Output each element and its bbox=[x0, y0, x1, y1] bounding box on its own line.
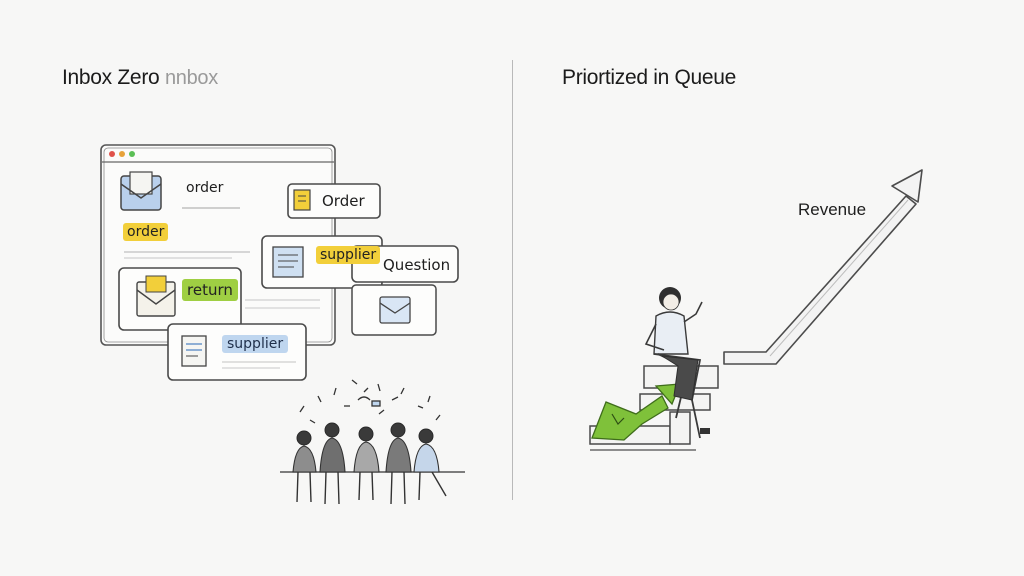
left-panel-title: Inbox Zero nnbox bbox=[62, 66, 218, 90]
order-highlight-label: order bbox=[123, 223, 169, 241]
supplier-bottom-label: supplier bbox=[222, 335, 289, 353]
window-dot-red bbox=[109, 151, 115, 157]
group-icon bbox=[280, 422, 465, 505]
scribbles bbox=[299, 379, 441, 424]
person-icon bbox=[644, 287, 710, 439]
right-panel-title: Priortized in Queue bbox=[562, 66, 737, 89]
left-drawing bbox=[100, 144, 465, 505]
return-card-label: return bbox=[182, 279, 238, 301]
envelope-icon bbox=[136, 275, 176, 317]
order-card-label: Order bbox=[322, 192, 365, 210]
supplier-card-label: supplier bbox=[316, 246, 381, 264]
green-arrow-icon bbox=[591, 383, 681, 441]
envelope-card bbox=[351, 284, 437, 336]
document-icon bbox=[293, 189, 311, 211]
panel-divider bbox=[512, 60, 513, 500]
arrow-up-icon bbox=[723, 169, 923, 365]
question-card-label: Question bbox=[383, 256, 451, 274]
envelope-icon bbox=[120, 171, 162, 211]
revenue-label: Revenue bbox=[798, 200, 867, 219]
window-dot-green bbox=[129, 151, 135, 157]
order-label-small: order bbox=[186, 180, 224, 196]
envelope-icon bbox=[379, 296, 411, 324]
left-title-suffix: nnbox bbox=[164, 67, 218, 89]
window-dot-amber bbox=[119, 151, 125, 157]
document-icon bbox=[272, 246, 304, 278]
left-title-main: Inbox Zero bbox=[62, 66, 160, 89]
document-icon bbox=[181, 335, 207, 367]
right-drawing bbox=[589, 169, 923, 451]
order-card bbox=[287, 183, 381, 219]
